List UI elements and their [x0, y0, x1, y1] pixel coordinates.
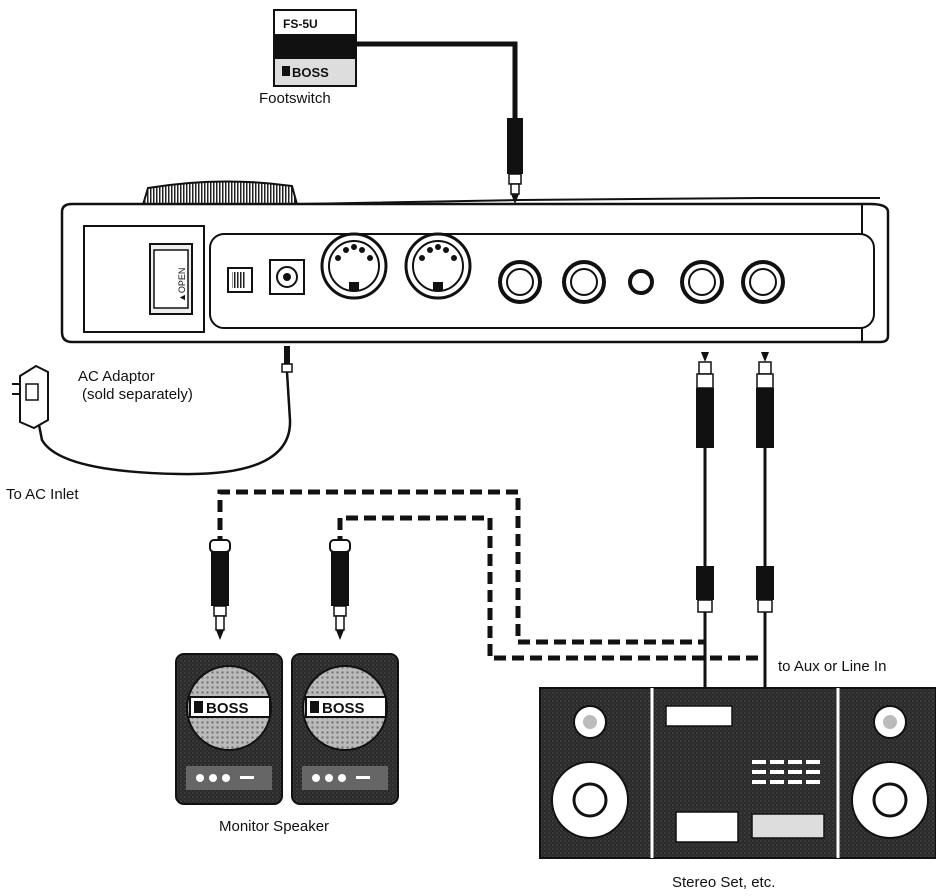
monitor-speaker-1: BOSS: [175, 653, 283, 805]
ac-adaptor: [12, 346, 293, 476]
battery-cover-text: ▲OPEN: [177, 268, 187, 302]
monitor-speaker-2: BOSS: [291, 653, 399, 805]
stereo-cable-left: [696, 352, 714, 690]
footswitch: FS-5U BOSS: [273, 9, 357, 87]
speaker-2-brand-text: BOSS: [322, 700, 365, 717]
footswitch-model-text: FS-5U: [283, 17, 318, 31]
dc-jack: [269, 259, 305, 295]
aux-in-label: to Aux or Line In: [778, 658, 887, 675]
midi-port-2: [404, 232, 472, 300]
monitor-plug-2: [329, 539, 351, 640]
footswitch-label: Footswitch: [259, 90, 331, 107]
ac-adaptor-label: AC Adaptor: [78, 368, 155, 385]
stereo-set: [539, 687, 936, 859]
footswitch-cable: [356, 41, 518, 126]
dial: [140, 180, 300, 209]
monitor-cables: [217, 489, 766, 661]
ac-adaptor-cable: [36, 371, 292, 476]
monitor-plug-1: [209, 539, 231, 640]
midi-port-1: [320, 232, 388, 300]
ac-inlet-label: To AC Inlet: [6, 486, 79, 503]
monitor-speaker-label: Monitor Speaker: [219, 818, 330, 835]
footswitch-brand-text: BOSS: [292, 65, 329, 80]
footswitch-plug: [507, 118, 523, 204]
stereo-cable-right: [756, 352, 774, 690]
speaker-1-brand-text: BOSS: [206, 700, 249, 717]
stereo-set-label: Stereo Set, etc.: [672, 874, 776, 891]
ac-adaptor-sold-separately-label: (sold separately): [82, 386, 193, 403]
audio-jacks: [498, 260, 785, 304]
main-unit: ▲OPEN: [60, 180, 890, 344]
